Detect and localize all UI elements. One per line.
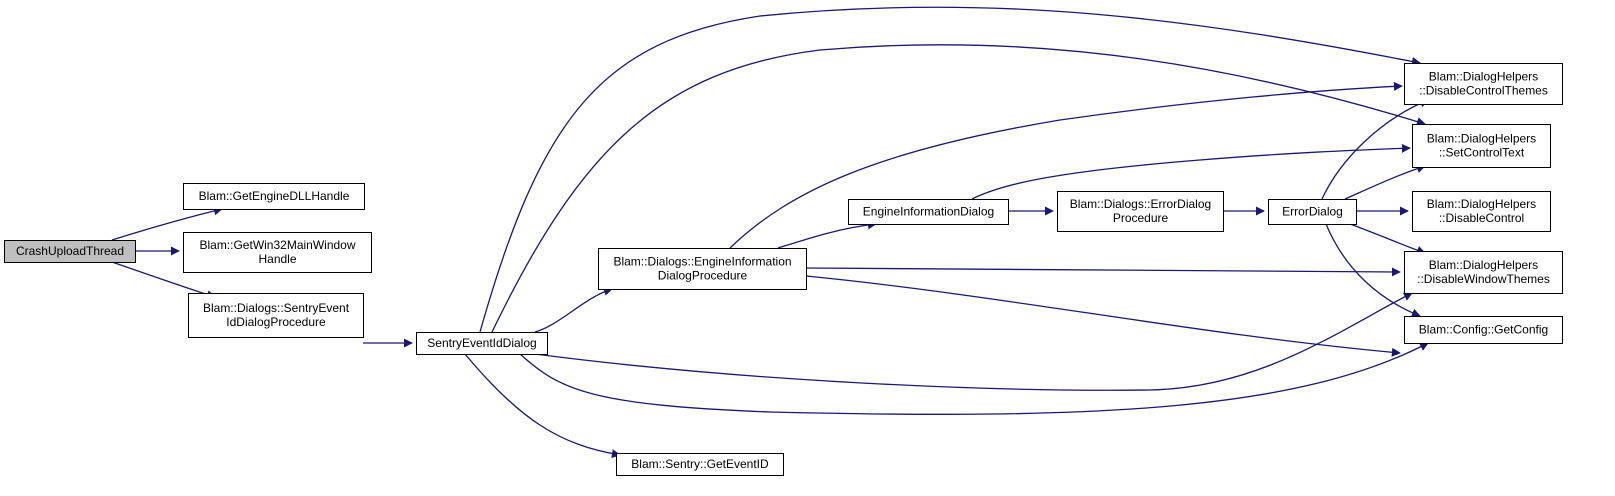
edge-error-dialog-to-set-control-text — [1344, 164, 1426, 200]
edge-engine-information-dialog-procedure-to-disable-window-themes — [805, 267, 1401, 277]
node-box — [188, 293, 364, 338]
node-label: Blam::DialogHelpers — [1429, 258, 1538, 272]
node-box — [616, 453, 784, 476]
node-config-get-config[interactable]: Blam::Config::GetConfig — [1404, 316, 1563, 344]
node-label: Blam::GetWin32MainWindow — [199, 238, 355, 252]
node-box — [1404, 63, 1563, 105]
node-label: ::DisableControlThemes — [1419, 84, 1548, 98]
node-label: Blam::GetEngineDLLHandle — [199, 189, 350, 203]
node-disable-control-themes[interactable]: Blam::DialogHelpers::DisableControlTheme… — [1404, 63, 1563, 105]
node-disable-control[interactable]: Blam::DialogHelpers::DisableControl — [1412, 191, 1551, 232]
node-disable-window-themes[interactable]: Blam::DialogHelpers::DisableWindowThemes — [1404, 251, 1563, 294]
node-label: Handle — [258, 252, 296, 266]
node-label: IdDialogProcedure — [226, 315, 326, 329]
node-label: Blam::Dialogs::ErrorDialog — [1070, 197, 1211, 211]
edge-error-dialog-to-config-get-config — [1325, 223, 1421, 318]
node-box — [183, 183, 365, 210]
edge-sentry-event-id-dialog-to-engine-information-dialog-procedure — [534, 286, 613, 333]
node-label: Blam::DialogHelpers — [1429, 70, 1538, 84]
node-label: Blam::DialogHelpers — [1427, 132, 1536, 146]
edge-error-dialog-to-disable-window-themes — [1349, 223, 1426, 255]
node-label: ErrorDialog — [1282, 205, 1343, 219]
node-label: Blam::Dialogs::EngineInformation — [613, 255, 791, 269]
nodes-layer: CrashUploadThread Blam::GetEngineDLLHandl… — [4, 63, 1563, 476]
edge-engine-information-dialog-procedure-to-disable-control-themes — [729, 81, 1403, 249]
node-label: Blam::Sentry::GetEventID — [631, 457, 769, 471]
node-label: Blam::Dialogs::SentryEvent — [203, 301, 350, 315]
node-engine-information-dialog[interactable]: EngineInformationDialog — [848, 199, 1009, 225]
node-box — [598, 248, 807, 290]
node-sentry-event-id-dialog[interactable]: SentryEventIdDialog — [416, 332, 548, 355]
node-label: ::DisableWindowThemes — [1417, 272, 1550, 286]
node-box — [4, 240, 136, 263]
node-sentry-get-event-id[interactable]: Blam::Sentry::GetEventID — [616, 453, 784, 476]
node-label: ::SetControlText — [1439, 146, 1525, 160]
node-label: Blam::DialogHelpers — [1427, 197, 1536, 211]
node-engine-information-dialog-procedure[interactable]: Blam::Dialogs::EngineInformationDialogPr… — [598, 248, 807, 290]
edge-crash-upload-thread-to-get-engine-dll-handle — [111, 206, 223, 241]
node-box — [1057, 191, 1224, 232]
edge-sentry-event-id-dialog-to-config-get-config — [519, 342, 1429, 415]
node-label: ::DisableControl — [1439, 211, 1524, 225]
node-box — [1412, 124, 1551, 168]
node-box — [1404, 251, 1563, 294]
edge-engine-information-dialog-procedure-to-engine-information-dialog — [777, 220, 877, 249]
edge-sentry-event-id-dialog-to-disable-window-themes — [534, 292, 1413, 391]
node-box — [416, 332, 548, 355]
edge-engine-information-dialog-to-set-control-text — [971, 143, 1411, 200]
node-label: Procedure — [1113, 211, 1169, 225]
node-label: DialogProcedure — [658, 269, 748, 283]
node-label: SentryEventIdDialog — [427, 336, 536, 350]
edge-sentry-event-id-dialog-to-disable-control-themes — [479, 6, 1421, 333]
node-box — [1268, 199, 1357, 225]
node-set-control-text[interactable]: Blam::DialogHelpers::SetControlText — [1412, 124, 1551, 168]
edge-error-dialog-to-disable-control-themes — [1321, 98, 1429, 200]
node-crash-upload-thread[interactable]: CrashUploadThread — [4, 240, 136, 263]
node-error-dialog[interactable]: ErrorDialog — [1268, 199, 1357, 225]
node-box — [1412, 191, 1551, 232]
node-label: Blam::Config::GetConfig — [1419, 323, 1548, 337]
node-label: EngineInformationDialog — [863, 205, 994, 219]
node-get-engine-dll-handle[interactable]: Blam::GetEngineDLLHandle — [183, 183, 365, 210]
node-box — [848, 199, 1009, 225]
edge-engine-information-dialog-procedure-to-config-get-config — [805, 275, 1401, 357]
node-box — [1404, 316, 1563, 344]
edge-sentry-event-id-dialog-to-set-control-text — [491, 44, 1426, 333]
node-box — [183, 232, 372, 273]
node-sentry-event-id-dialog-procedure[interactable]: Blam::Dialogs::SentryEventIdDialogProced… — [188, 293, 364, 338]
node-label: CrashUploadThread — [16, 244, 124, 258]
edge-sentry-event-id-dialog-to-sentry-get-event-id — [464, 353, 621, 459]
edges-layer — [111, 6, 1429, 459]
